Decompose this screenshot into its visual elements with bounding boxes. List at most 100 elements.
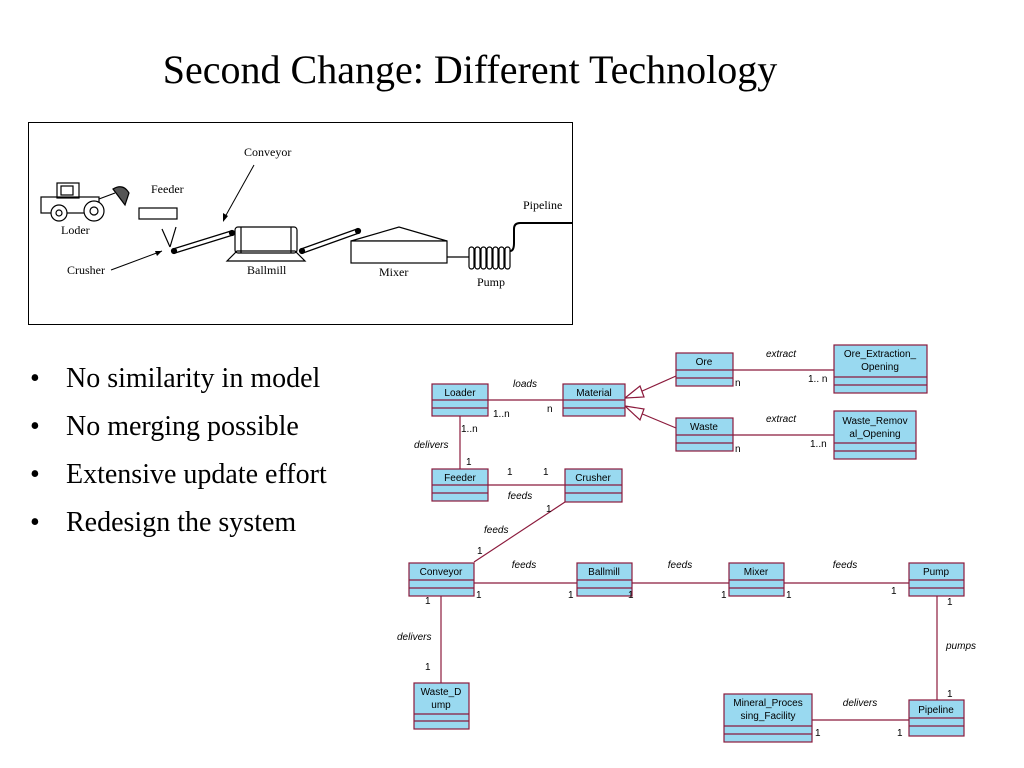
uml-class-mineral-processing-facility: Mineral_Proces sing_Facility: [723, 693, 813, 743]
bullet-item: • No merging possible: [30, 410, 327, 458]
pump-coil-icon: [447, 222, 572, 270]
uml-class-material: Material: [562, 383, 626, 417]
uml-class-feeder-name: Feeder: [444, 473, 476, 484]
assoc-crusher-feeds-line: [473, 501, 566, 563]
assoc-label-mixer-feeds: feeds: [833, 560, 857, 571]
mult-conveyor-delivers-src: 1: [425, 596, 431, 607]
assoc-label-ore-extract: extract: [766, 349, 797, 360]
mult-pumps-src: 1: [947, 597, 953, 608]
crusher-arrowhead-icon: [155, 251, 162, 256]
bullet-list: •No similarity in model •No merging poss…: [30, 362, 327, 554]
association-lines: [440, 369, 938, 721]
uml-class-waste: Waste: [675, 417, 734, 452]
uml-class-waste-removal: Waste_Remov al_Opening: [833, 410, 917, 460]
assoc-label-pumps: pumps: [945, 641, 976, 652]
uml-class-mineral-processing-name-2: sing_Facility: [740, 711, 795, 722]
bullet-dot-icon: •: [30, 411, 40, 442]
uml-class-ore-name: Ore: [696, 357, 713, 368]
bullet-dot-icon: •: [30, 507, 40, 538]
uml-class-mixer: Mixer: [728, 562, 785, 597]
crusher-icon: [161, 226, 177, 248]
generalization-ore-line: [639, 375, 677, 393]
uml-class-loader: Loader: [431, 383, 489, 417]
pipeline-label: Pipeline: [523, 198, 562, 212]
uml-class-pipeline-name: Pipeline: [918, 705, 954, 716]
ballmill-label: Ballmill: [247, 263, 287, 277]
mult-ballmill-feeds-src: 1: [628, 590, 634, 601]
mult-crusher-feeds-dst: 1: [477, 546, 483, 557]
conveyor-belt-2-icon: [298, 227, 362, 255]
uml-class-waste-dump-name-1: Waste_D: [421, 687, 462, 698]
slide-title: Second Change: Different Technology: [162, 47, 778, 92]
feeder-label: Feeder: [151, 182, 184, 196]
uml-class-mineral-processing-name-1: Mineral_Proces: [733, 698, 802, 709]
mult-conveyor-feeds-src: 1: [476, 590, 482, 601]
mult-ballmill-feeds-dst: 1: [721, 590, 727, 601]
uml-class-conveyor-name: Conveyor: [420, 567, 463, 578]
uml-class-ore-extraction-name-1: Ore_Extraction_: [844, 349, 917, 360]
mult-crusher-feeds-src: 1: [546, 504, 552, 515]
assoc-label-conveyor-feeds: feeds: [512, 560, 536, 571]
generalization-waste-arrow-icon: [623, 405, 645, 422]
assoc-label-conveyor-delivers: delivers: [397, 632, 431, 643]
crusher-pointer-arrow: [110, 250, 163, 271]
assoc-label-loader-delivers: delivers: [414, 440, 448, 451]
uml-class-loader-name: Loader: [444, 388, 476, 399]
pump-label: Pump: [477, 275, 505, 289]
mult-pipeline-delivers-dst: 1: [897, 728, 903, 739]
feeder-box-icon: [138, 207, 178, 220]
uml-class-pipeline: Pipeline: [908, 699, 965, 737]
bullet-dot-icon: •: [30, 459, 40, 490]
conveyor-label: Conveyor: [244, 145, 291, 159]
assoc-label-loads: loads: [513, 379, 537, 390]
uml-class-material-name: Material: [576, 388, 612, 399]
mult-feeder-feeds-dst: 1: [543, 467, 549, 478]
uml-class-waste-removal-name-2: al_Opening: [849, 429, 900, 440]
uml-class-mixer-name: Mixer: [744, 567, 769, 578]
uml-class-ore: Ore: [675, 352, 734, 387]
mult-waste-extract-dst: 1..n: [810, 439, 827, 450]
bullet-item: •Redesign the system: [30, 506, 327, 554]
mult-conveyor-feeds-dst: 1: [568, 590, 574, 601]
bullet-item: •No similarity in model: [30, 362, 327, 410]
uml-class-waste-dump-name-2: ump: [431, 700, 451, 711]
bullet-text: No similarity in model: [66, 363, 321, 394]
mult-pumps-dst: 1: [947, 689, 953, 700]
uml-class-ore-extraction: Ore_Extraction_ Opening: [833, 344, 928, 394]
assoc-label-waste-extract: extract: [766, 414, 797, 425]
generalization-waste-line: [639, 412, 677, 429]
mult-feeder-feeds-src: 1: [507, 467, 513, 478]
mult-loader-delivers-src: 1..n: [461, 424, 478, 435]
assoc-label-ballmill-feeds: feeds: [668, 560, 692, 571]
uml-class-ballmill: Ballmill: [576, 562, 633, 597]
mult-conveyor-delivers-dst: 1: [425, 662, 431, 673]
mixer-label: Mixer: [379, 265, 408, 279]
uml-class-waste-removal-name-1: Waste_Remov: [842, 416, 907, 427]
mixer-icon: [350, 226, 448, 264]
mult-mixer-feeds-dst: 1: [891, 586, 897, 597]
mult-waste-extract-src: n: [735, 444, 741, 455]
bullet-text: Extensive update effort: [66, 459, 327, 490]
uml-class-conveyor: Conveyor: [408, 562, 475, 597]
mult-ore-extract-dst: 1.. n: [808, 374, 827, 385]
bullet-text: No merging possible: [66, 411, 299, 442]
uml-class-pump: Pump: [908, 562, 965, 597]
assoc-label-pipeline-delivers: delivers: [843, 698, 877, 709]
mult-mixer-feeds-src: 1: [786, 590, 792, 601]
mult-pipeline-delivers-src: 1: [815, 728, 821, 739]
mult-loader-delivers-dst: 1: [466, 457, 472, 468]
ballmill-icon: [225, 226, 307, 262]
uml-class-ore-extraction-name-2: Opening: [861, 362, 899, 373]
crusher-label: Crusher: [67, 263, 105, 277]
conveyor-arrowhead-icon: [223, 213, 228, 222]
loader-machine-icon: [40, 182, 130, 222]
conveyor-pointer-arrow: [224, 164, 255, 218]
uml-class-feeder: Feeder: [431, 468, 489, 502]
uml-class-waste-dump: Waste_D ump: [413, 682, 470, 730]
uml-class-waste-name: Waste: [690, 422, 718, 433]
uml-class-crusher: Crusher: [564, 468, 623, 503]
generalization-ore-arrow-icon: [623, 385, 645, 399]
uml-class-ballmill-name: Ballmill: [588, 567, 620, 578]
uml-class-crusher-name: Crusher: [575, 473, 611, 484]
